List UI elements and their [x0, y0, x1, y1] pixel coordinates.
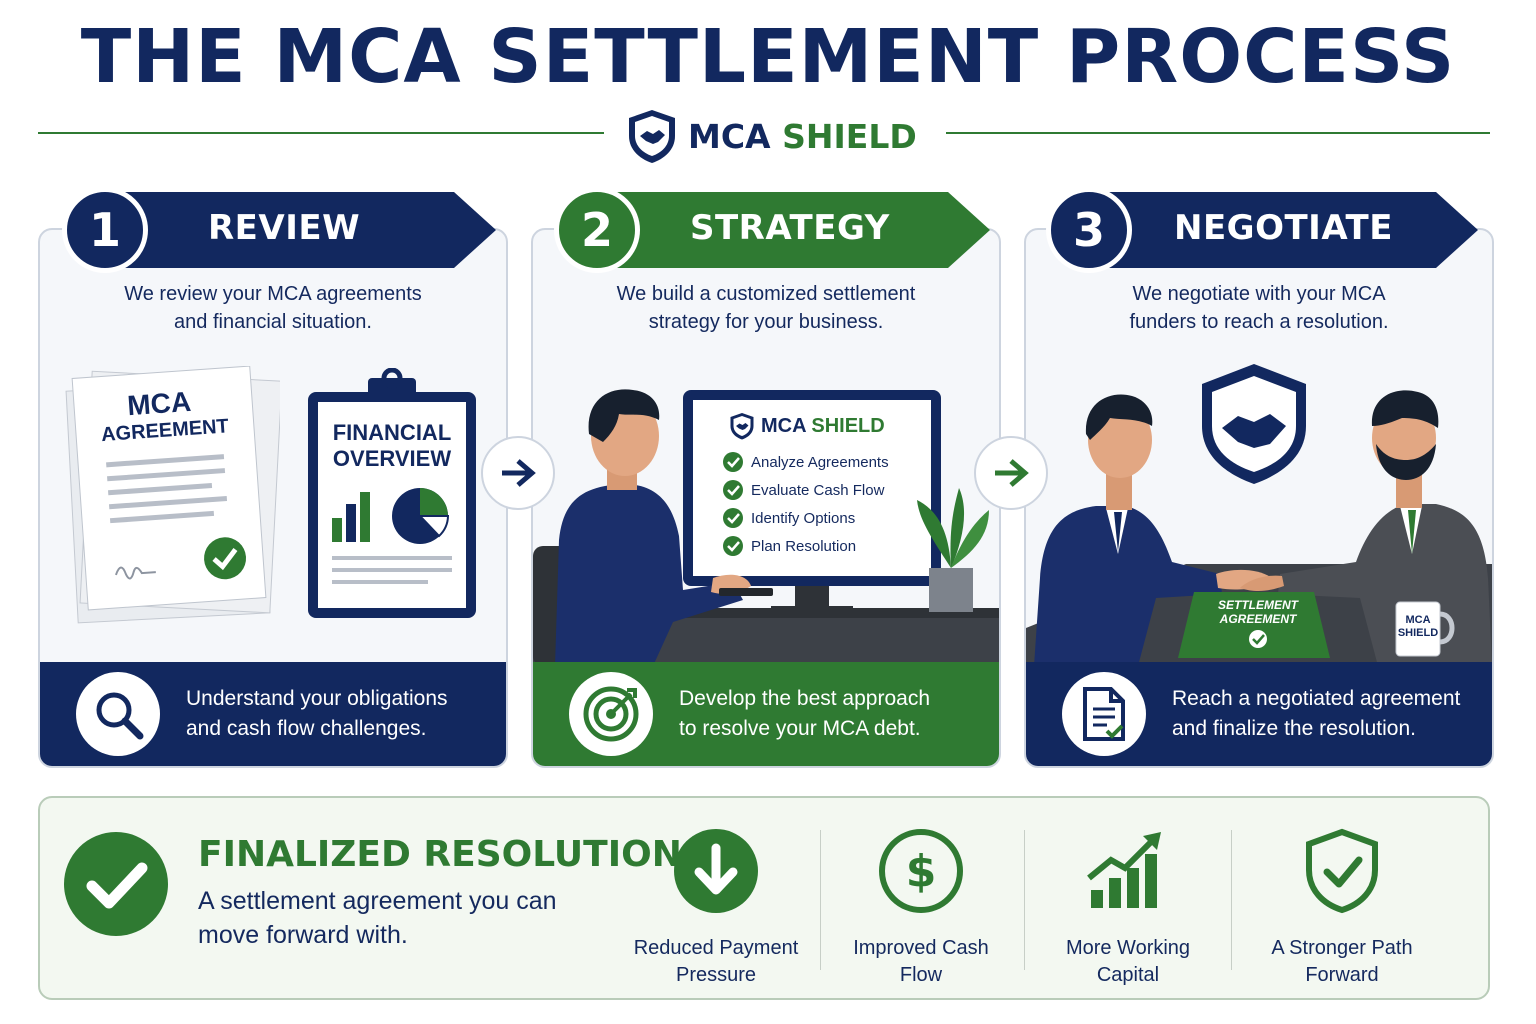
resolution-panel	[38, 796, 1490, 1000]
check-circle-icon	[723, 508, 743, 528]
checklist-item: Analyze Agreements	[723, 448, 949, 476]
shield-handshake-icon	[730, 413, 754, 440]
step1-summary-icon-holder	[76, 672, 160, 756]
step2-summary-icon-holder	[569, 672, 653, 756]
agreement-document-icon	[65, 366, 280, 624]
monitor-screen: MCA SHIELD Analyze Agreements Evaluate C…	[723, 412, 949, 560]
screen-brand-part1: MCA	[761, 414, 806, 437]
divider-left	[38, 132, 604, 134]
document-check-icon	[1083, 687, 1125, 741]
dollar-icon: $	[879, 829, 963, 913]
step2-description: We build a customized settlement strateg…	[616, 283, 916, 333]
benefit-divider	[1231, 830, 1232, 970]
checklist-item: Identify Options	[723, 504, 949, 532]
step1-description: We review your MCA agreements and financ…	[124, 283, 422, 333]
check-circle-icon	[64, 832, 168, 936]
divider-right	[946, 132, 1490, 134]
checklist-item: Evaluate Cash Flow	[723, 476, 949, 504]
check-circle-icon	[723, 536, 743, 556]
step3-summary-text: Reach a negotiated agreement and finaliz…	[1172, 687, 1461, 740]
settlement-folder-label: SETTLEMENT AGREEMENT	[1184, 598, 1332, 652]
step2-summary-text: Develop the best approach to resolve you…	[679, 687, 931, 740]
agreement-doc-title: MCA AGREEMENT	[100, 385, 230, 447]
step1-ribbon	[102, 192, 496, 268]
step2-summary-bar: Develop the best approach to resolve you…	[533, 662, 999, 766]
step1-label: REVIEW	[208, 208, 361, 248]
resolution-title: FINALIZED RESOLUTION	[198, 834, 682, 875]
target-icon	[583, 686, 639, 742]
step-card-negotiate: We negotiate with your MCA funders to re…	[1024, 228, 1494, 768]
brand-part1: MCA	[688, 116, 771, 156]
down-arrow-icon	[674, 829, 758, 913]
arrow-right-icon	[995, 459, 1029, 487]
shield-handshake-icon	[629, 110, 675, 163]
brand-logo: MCA SHIELD	[626, 108, 917, 164]
resolution-subtitle: A settlement agreement you can move forw…	[198, 887, 557, 949]
clipboard-title: FINANCIAL OVERVIEW	[332, 420, 452, 471]
step-card-strategy: We build a customized settlement strateg…	[531, 228, 1001, 768]
checklist-item: Plan Resolution	[723, 532, 949, 560]
step2-ribbon	[594, 192, 990, 268]
next-step-arrow-1	[481, 436, 555, 510]
mug-label: MCA SHIELD	[1397, 614, 1439, 639]
step1-number: 1	[62, 187, 148, 273]
step3-summary-icon-holder	[1062, 672, 1146, 756]
step-card-review: We review your MCA agreements and financ…	[38, 228, 508, 768]
benefit-divider	[820, 830, 821, 970]
step2-number: 2	[554, 187, 640, 273]
financial-clipboard-icon	[308, 368, 476, 618]
check-circle-icon	[723, 480, 743, 500]
magnifier-icon	[96, 692, 144, 740]
screen-brand-part2: SHIELD	[811, 414, 885, 437]
svg-text:$: $	[906, 846, 937, 897]
shield-check-icon	[1306, 828, 1378, 914]
arrow-right-icon	[502, 459, 536, 487]
step3-summary-bar: Reach a negotiated agreement and finaliz…	[1026, 662, 1492, 766]
step3-header: 3 NEGOTIATE	[1046, 187, 1478, 273]
step2-label: STRATEGY	[690, 208, 890, 248]
step3-ribbon	[1086, 192, 1478, 268]
check-circle-icon	[1249, 630, 1267, 648]
step2-header: 2 STRATEGY	[554, 187, 990, 273]
check-circle-icon	[723, 452, 743, 472]
step3-description: We negotiate with your MCA funders to re…	[1129, 283, 1389, 333]
benefit-divider	[1024, 830, 1025, 970]
step1-header: 1 REVIEW	[62, 187, 496, 273]
step1-summary-text: Understand your obligations and cash flo…	[186, 687, 448, 740]
page-title: THE MCA SETTLEMENT PROCESS	[80, 14, 1456, 100]
step3-number: 3	[1046, 187, 1132, 273]
negotiation-scene	[1026, 364, 1492, 666]
growth-chart-icon	[1087, 832, 1161, 908]
brand-part2: SHIELD	[782, 116, 917, 156]
step1-summary-bar: Understand your obligations and cash flo…	[40, 662, 506, 766]
step3-label: NEGOTIATE	[1174, 208, 1393, 248]
next-step-arrow-2	[974, 436, 1048, 510]
